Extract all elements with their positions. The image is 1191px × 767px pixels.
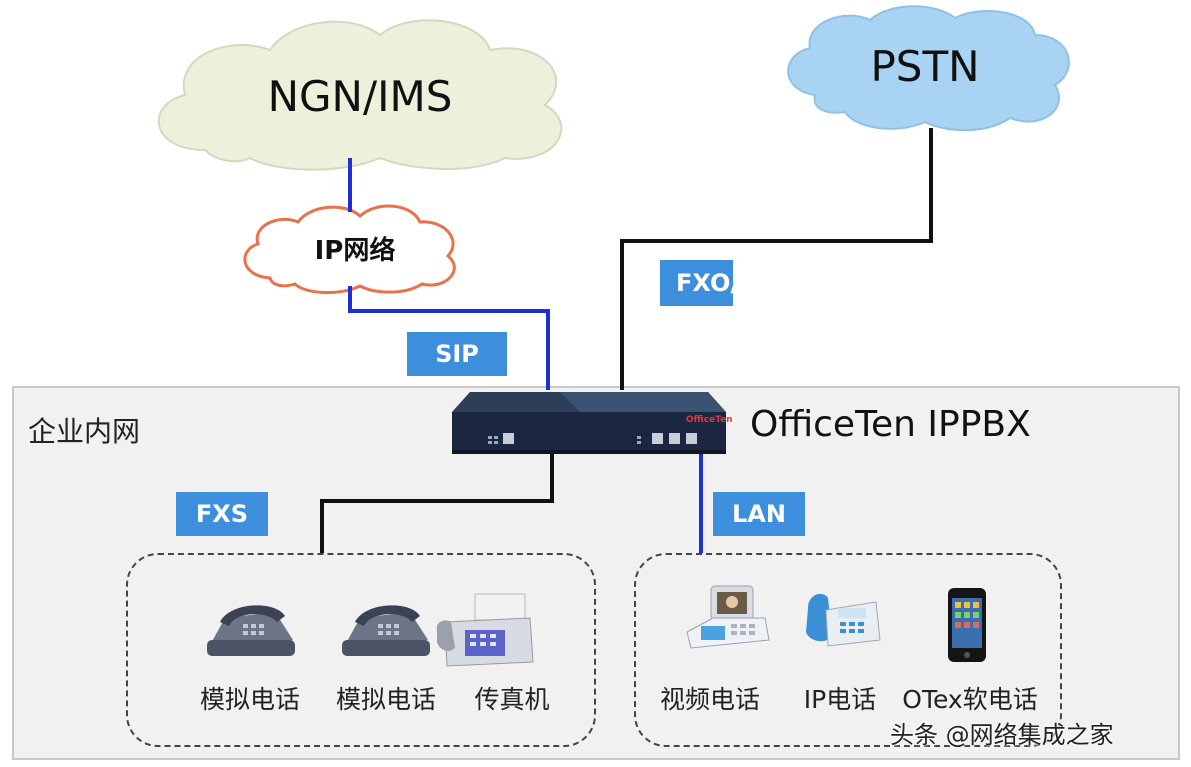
ippbx-device (452, 392, 726, 454)
ip-phone-icon (806, 593, 881, 647)
video-phone-icon (686, 585, 770, 649)
lan-tag: LAN (713, 492, 805, 536)
sip-tag: SIP (407, 332, 507, 376)
pstn-label: PSTN (870, 42, 980, 91)
video-phone-label: 视频电话 (659, 685, 760, 714)
ip-cloud-shape (243, 204, 456, 295)
analog-phone-icon (342, 605, 430, 656)
fxs-tag: FXS (176, 492, 268, 536)
fax-label: 传真机 (474, 685, 550, 714)
ip-devices-group (634, 553, 1062, 747)
ngn-ims-label: NGN/IMS (267, 72, 453, 121)
analog-phone-label: 模拟电话 (335, 685, 436, 714)
fax-machine-icon (436, 593, 534, 667)
ippbx-label: OfficeTen IPPBX (750, 404, 1031, 445)
watermark: 头条 @网络集成之家 (890, 721, 1114, 749)
softphone-label: OTex软电话 (902, 685, 1038, 714)
analog-devices-group (126, 553, 596, 747)
analog-phone-label: 模拟电话 (199, 685, 300, 714)
intranet-label: 企业内网 (28, 415, 141, 448)
ip-network-label: IP网络 (314, 236, 396, 266)
smartphone-icon (948, 588, 986, 662)
ip-phone-label: IP电话 (803, 685, 877, 714)
analog-phone-icon (207, 605, 295, 656)
fxo-tag: FXO/ (660, 260, 733, 306)
pstn-cloud-shape (787, 5, 1070, 132)
ippbx-brand: OfficeTen (686, 415, 733, 425)
